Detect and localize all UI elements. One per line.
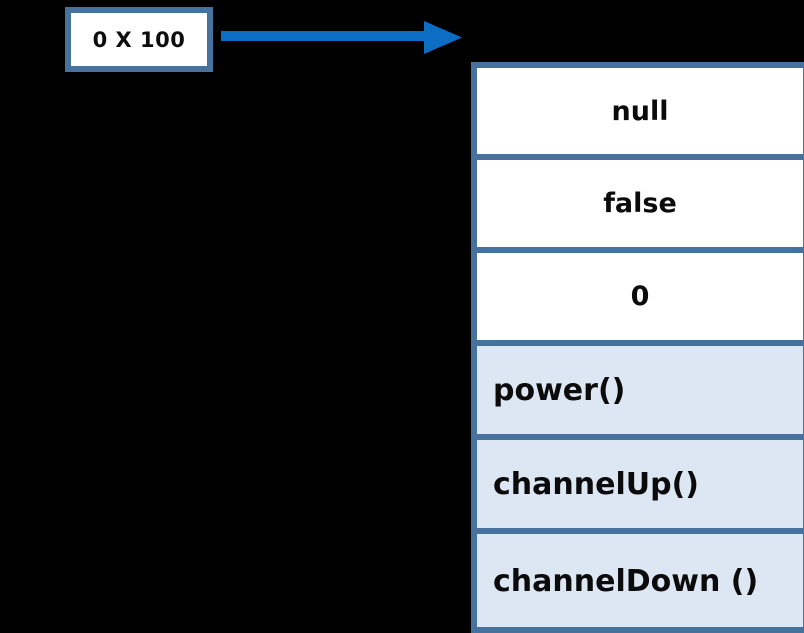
points-to-arrow: [221, 18, 465, 58]
object-method-row[interactable]: channelUp(): [477, 440, 803, 534]
object-method-row[interactable]: channelDown (): [477, 534, 803, 627]
method-signature: channelUp(): [493, 466, 699, 502]
reference-box[interactable]: 0 X 100: [65, 7, 213, 72]
object-box: null false 0 power() channelUp() channel…: [471, 62, 804, 633]
arrow-icon: [221, 21, 462, 54]
object-attribute-row[interactable]: 0: [477, 253, 803, 346]
object-method-row[interactable]: power(): [477, 346, 803, 440]
attribute-value: 0: [630, 281, 650, 312]
attribute-value: null: [611, 95, 669, 127]
reference-address-label: 0 X 100: [92, 27, 186, 52]
attribute-value: false: [603, 188, 677, 219]
method-signature: channelDown (): [493, 563, 759, 599]
object-attribute-row[interactable]: null: [477, 68, 803, 160]
method-signature: power(): [493, 372, 626, 408]
object-attribute-row[interactable]: false: [477, 160, 803, 253]
